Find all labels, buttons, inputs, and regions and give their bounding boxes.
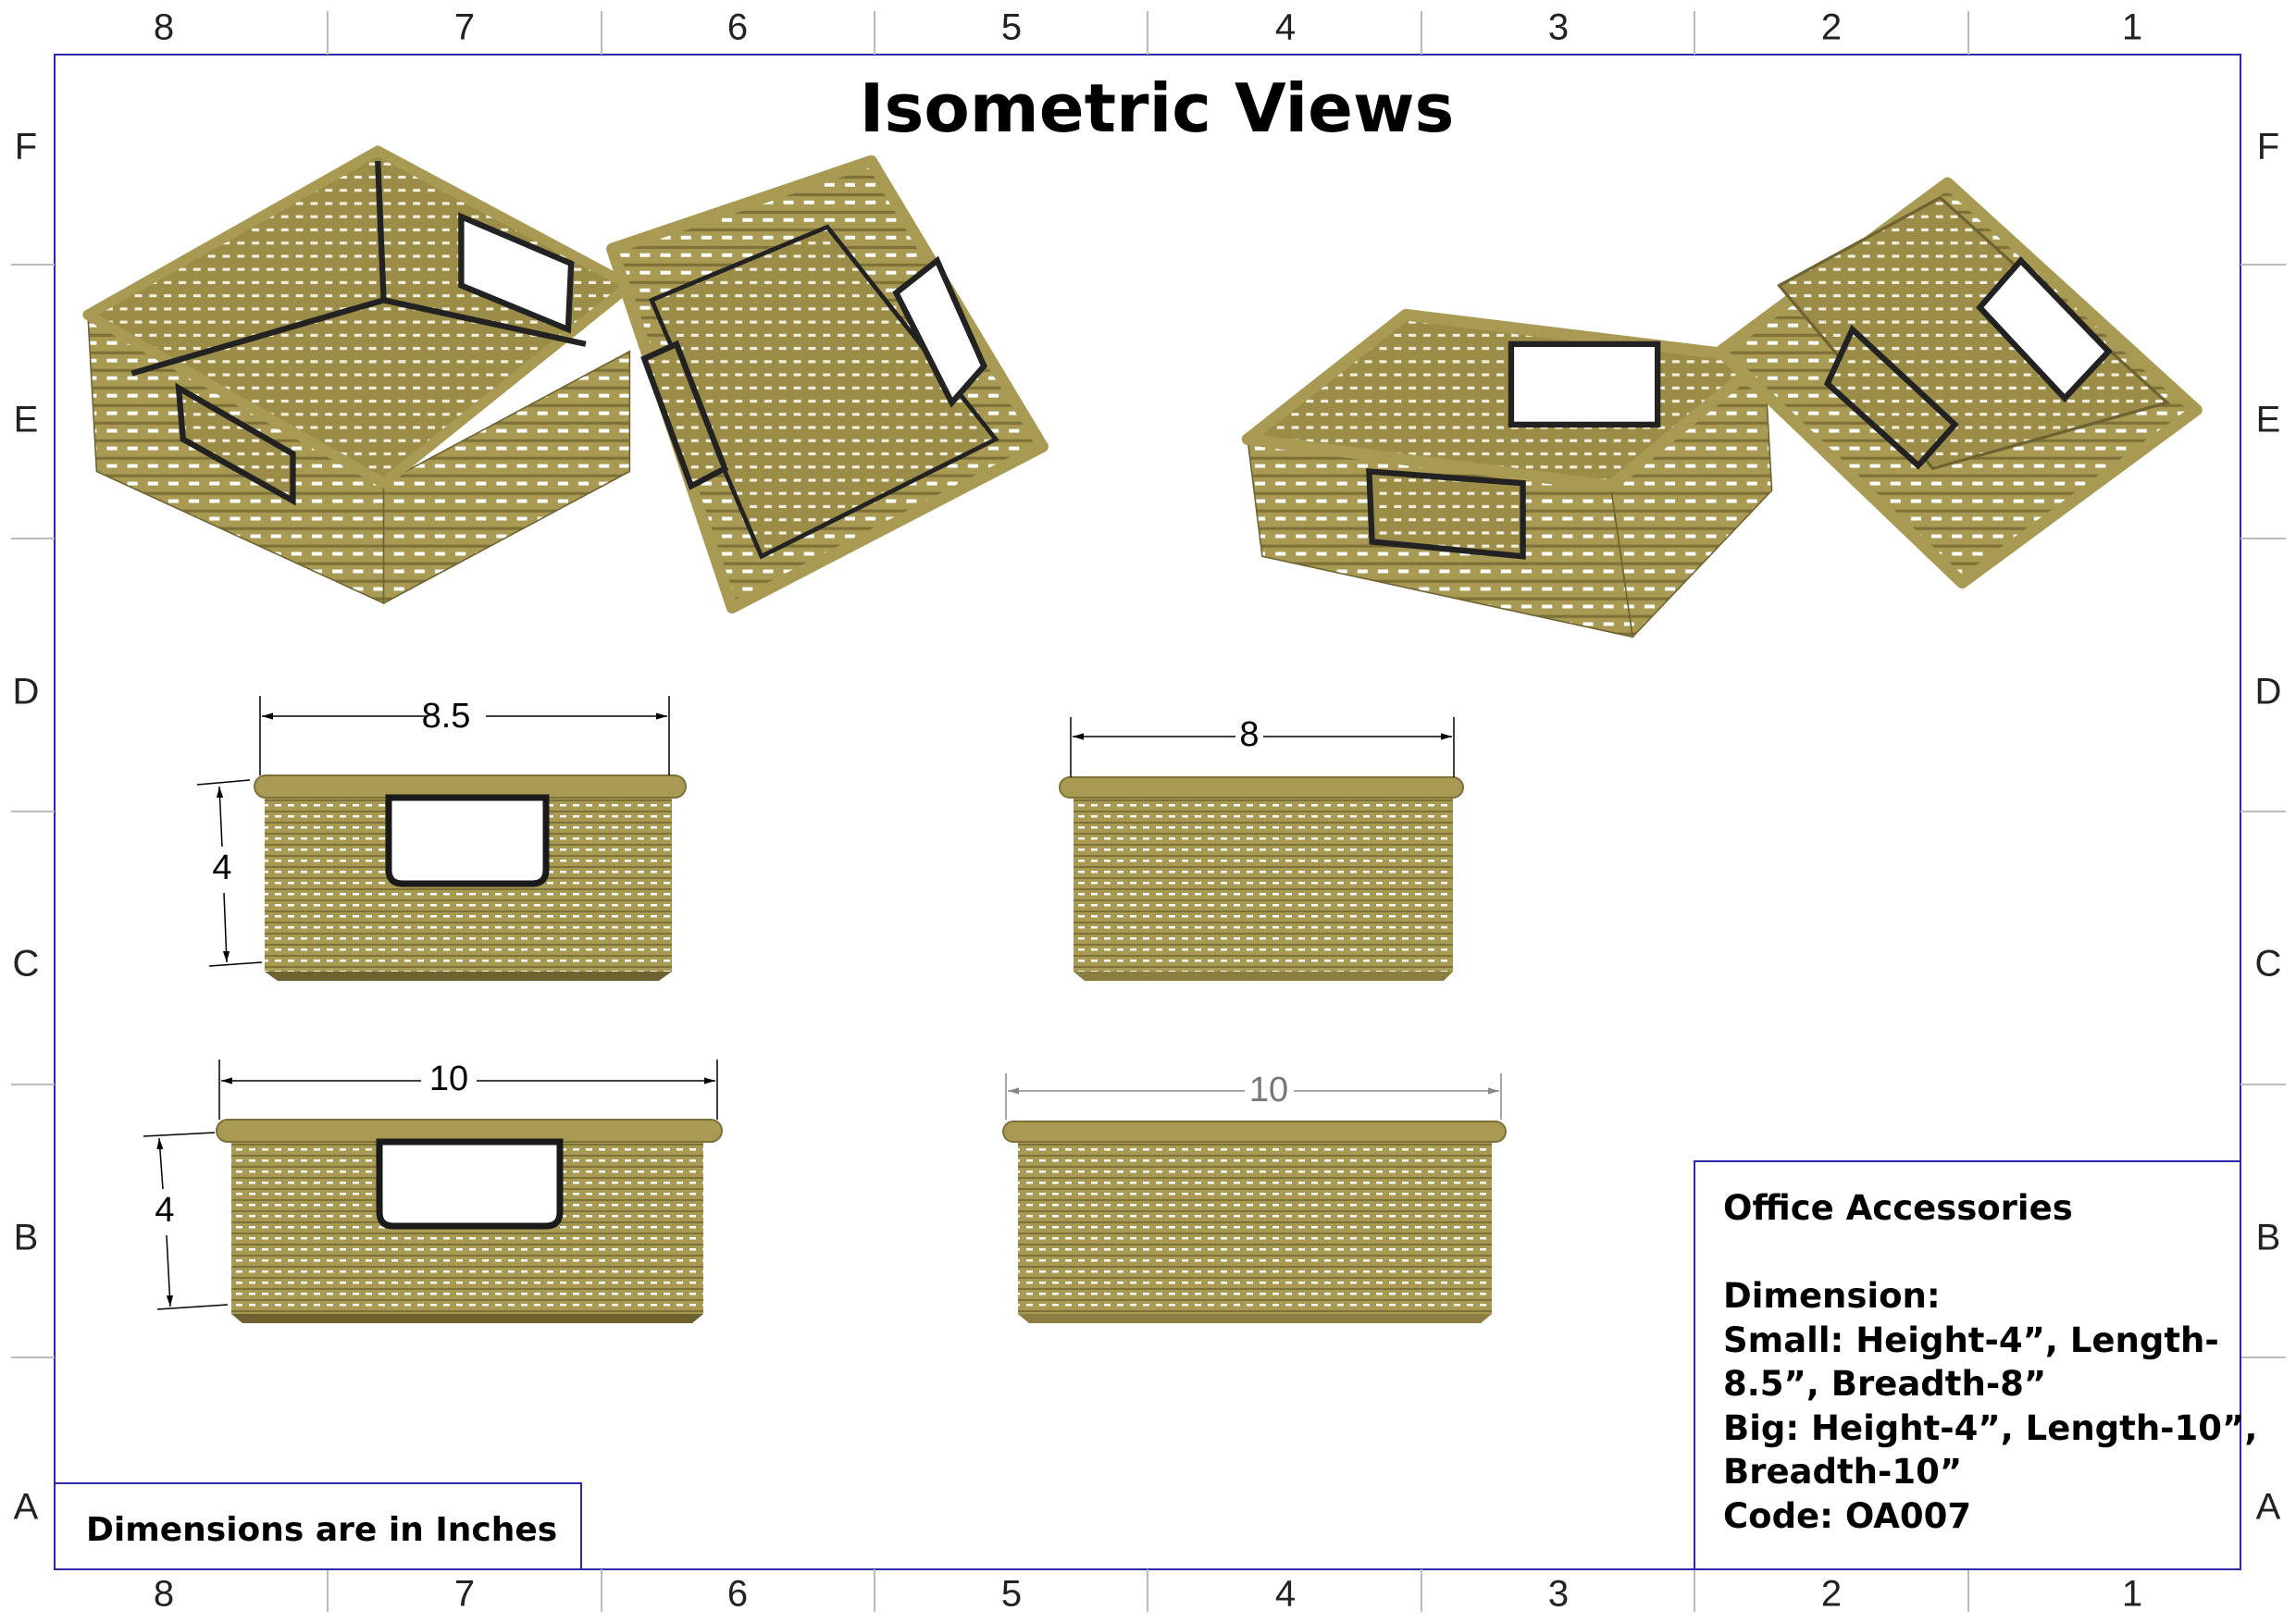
zone-col: 4: [1275, 1574, 1296, 1615]
zone-row-labels-left: F E D C B A: [13, 127, 40, 1528]
zone-col: 6: [727, 7, 748, 48]
dimension-label: 8: [1239, 715, 1259, 754]
zone-row: C: [13, 944, 40, 985]
zone-row: E: [14, 400, 39, 440]
page-title: Isometric Views: [860, 69, 1455, 147]
zone-row: C: [2255, 944, 2282, 985]
isometric-basket-small-open: [82, 145, 635, 605]
zone-row: A: [14, 1487, 39, 1528]
zone-ticks: [11, 11, 2286, 1612]
dimension-label: 8.5: [422, 697, 471, 736]
zone-col: 2: [1821, 7, 1842, 48]
zone-col: 4: [1275, 7, 1296, 48]
isometric-basket-small-tilted: [606, 155, 1049, 613]
zone-column-labels-top: 8 7 6 5 4 3 2 1: [154, 7, 2142, 48]
big-basket-side-view: [1002, 1121, 1507, 1323]
zone-row: D: [13, 672, 40, 712]
small-basket-front-view: [254, 774, 687, 981]
isometric-basket-big-tilted: [1714, 177, 2203, 589]
title-block-line: Code: OA007: [1723, 1496, 1971, 1536]
big-basket-front-view: [216, 1119, 723, 1323]
dimension-label: 4: [212, 849, 231, 887]
title-block-heading: Office Accessories: [1723, 1188, 2073, 1228]
title-block-line: Big: Height-4”, Length-10”,: [1723, 1408, 2257, 1448]
zone-col: 1: [2122, 1574, 2142, 1615]
zone-row-labels-right: F E D C B A: [2255, 127, 2282, 1528]
zone-row: F: [15, 127, 37, 167]
zone-col: 3: [1548, 7, 1569, 48]
zone-column-labels-bottom: 8 7 6 5 4 3 2 1: [154, 1574, 2142, 1615]
zone-row: D: [2255, 672, 2282, 712]
zone-col: 3: [1548, 1574, 1569, 1615]
zone-col: 7: [454, 7, 475, 48]
zone-col: 6: [727, 1574, 748, 1615]
zone-col: 8: [154, 1574, 174, 1615]
dimension-small-breadth: [1070, 717, 1455, 777]
title-block-line: Dimension:: [1723, 1276, 1941, 1316]
zone-row: F: [2257, 127, 2279, 167]
dimension-big-length: [218, 1059, 718, 1120]
dimension-big-breadth: [1005, 1073, 1502, 1120]
zone-row: B: [2256, 1218, 2281, 1258]
dimension-label: 4: [155, 1191, 174, 1230]
units-note-box: [54, 1482, 582, 1570]
zone-row: E: [2256, 400, 2281, 440]
zone-row: B: [14, 1218, 39, 1258]
zone-col: 2: [1821, 1574, 1842, 1615]
dimension-label: 10: [1249, 1071, 1288, 1109]
dimension-small-height: [196, 779, 263, 967]
zone-col: 5: [1001, 1574, 1022, 1615]
title-block-line: Breadth-10”: [1723, 1452, 1962, 1492]
zone-row: A: [2256, 1487, 2281, 1528]
zone-col: 7: [454, 1574, 475, 1615]
units-note: Dimensions are in Inches: [86, 1511, 557, 1549]
title-block-line: 8.5”, Breadth-8”: [1723, 1364, 2046, 1404]
zone-col: 5: [1001, 7, 1022, 48]
dimension-big-height: [143, 1132, 229, 1310]
isometric-basket-big-open: [1241, 308, 1773, 639]
title-block: [1694, 1160, 2241, 1570]
zone-col: 1: [2122, 7, 2142, 48]
title-block-line: Small: Height-4”, Length-: [1723, 1320, 2219, 1360]
small-basket-side-view: [1059, 776, 1464, 981]
dimension-label: 10: [429, 1059, 468, 1098]
dimension-small-length: [259, 696, 670, 775]
zone-col: 8: [154, 7, 174, 48]
